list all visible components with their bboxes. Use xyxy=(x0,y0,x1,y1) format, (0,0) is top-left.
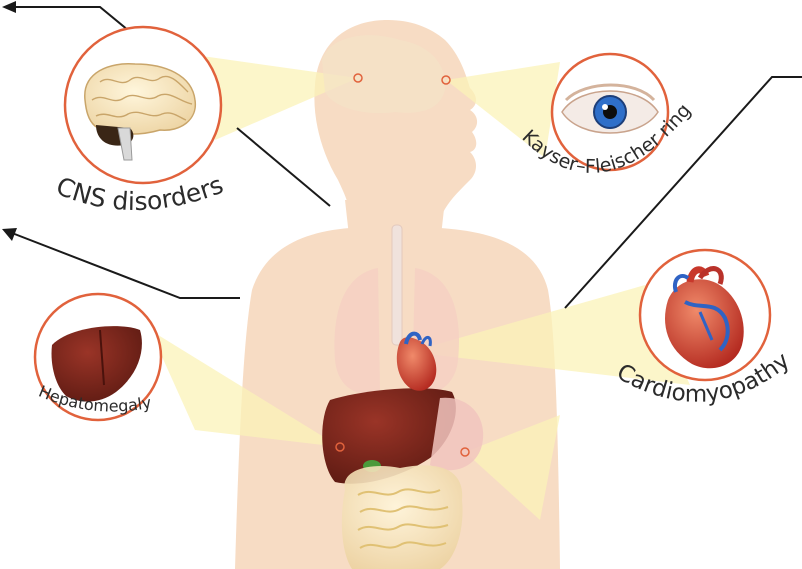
cns-connector xyxy=(237,128,330,206)
top-left-arrowhead xyxy=(2,1,16,13)
callout-heart xyxy=(640,250,770,380)
intestines xyxy=(342,465,463,569)
callout-brain xyxy=(65,27,221,183)
trachea xyxy=(392,225,402,345)
eye-icon xyxy=(562,85,658,133)
mid-left-pointer xyxy=(12,233,240,298)
